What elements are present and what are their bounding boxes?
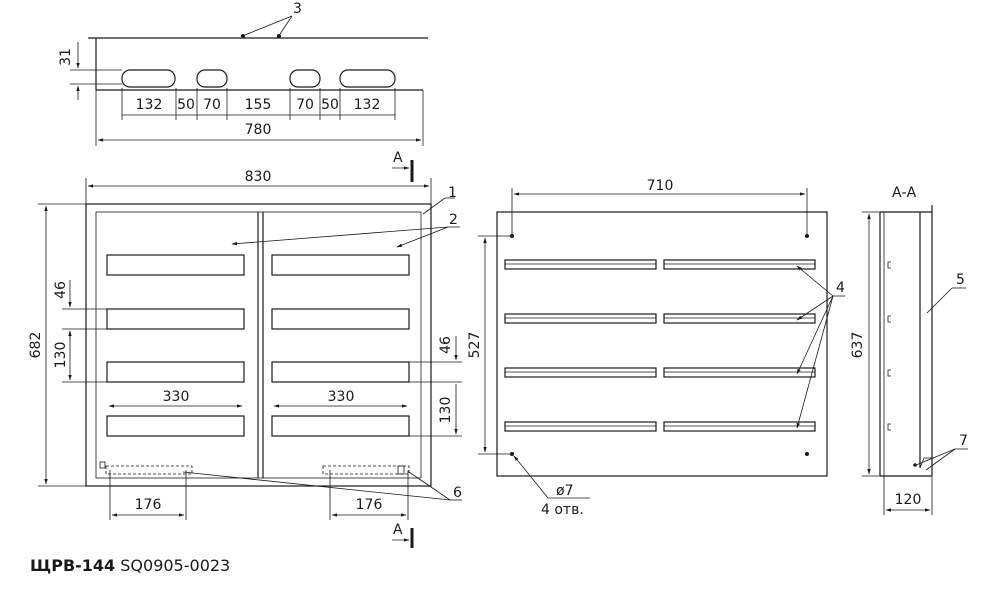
callout-3: 3 xyxy=(293,1,302,17)
dim-slot-7: 132 xyxy=(354,97,381,113)
dim-back-width: 710 xyxy=(647,178,674,194)
dim-bottom-left: 176 xyxy=(135,497,162,513)
din-rail xyxy=(106,308,245,330)
din-rail xyxy=(271,308,410,330)
section-mark-top: A xyxy=(392,150,414,182)
callout-7: 7 xyxy=(959,433,968,449)
top-slot xyxy=(289,69,321,88)
dim-bottom-right: 176 xyxy=(356,497,383,513)
din-rail xyxy=(271,361,410,383)
dim-back-height: 527 xyxy=(467,332,483,359)
section-view: А-А 637 120 5 7 xyxy=(850,185,968,515)
product-code: SQ0905-0023 xyxy=(120,556,231,575)
terminal-strip xyxy=(322,465,410,475)
callout-6: 6 xyxy=(453,485,462,501)
dim-front-height: 682 xyxy=(28,332,44,359)
dim-slot-4: 155 xyxy=(245,97,272,113)
dim-section-depth: 120 xyxy=(895,492,922,508)
dim-slot-2: 50 xyxy=(177,97,195,113)
dim-rail-gap-left: 46 xyxy=(53,281,69,299)
top-slot xyxy=(339,69,396,88)
din-rail xyxy=(271,254,410,276)
callout-1: 1 xyxy=(448,185,457,201)
dim-slot-6: 50 xyxy=(321,97,339,113)
dim-slot-5: 70 xyxy=(296,97,314,113)
top-slot xyxy=(121,69,176,88)
svg-text:A: A xyxy=(393,150,403,166)
hole-diameter: ø7 xyxy=(556,483,573,499)
callout-4: 4 xyxy=(836,280,845,296)
dim-top-total: 780 xyxy=(245,122,272,138)
dim-top-height: 31 xyxy=(58,48,74,66)
back-view: 710 527 ø7 4 отв. 4 xyxy=(467,178,845,518)
dim-slot-1: 132 xyxy=(136,97,163,113)
din-rail xyxy=(106,254,245,276)
din-rail xyxy=(106,415,245,437)
callout-5: 5 xyxy=(956,272,965,288)
dim-rail-pitch-right: 130 xyxy=(438,397,454,424)
dim-rail-gap-right: 46 xyxy=(438,336,454,354)
hole-count: 4 отв. xyxy=(541,502,584,518)
top-slot xyxy=(196,69,228,88)
din-rail xyxy=(271,415,410,437)
dim-rail-len-right: 330 xyxy=(328,389,355,405)
dim-slot-3: 70 xyxy=(203,97,221,113)
front-view: 830 682 46 130 330 330 46 130 176 xyxy=(28,169,462,520)
dim-front-width: 830 xyxy=(245,169,272,185)
dim-rail-len-left: 330 xyxy=(163,389,190,405)
product-caption: ЩРВ-144 SQ0905-0023 xyxy=(30,556,230,575)
mount-hole xyxy=(805,452,809,456)
dim-section-height: 637 xyxy=(850,332,866,359)
model-name: ЩРВ-144 xyxy=(30,556,116,575)
back-rails xyxy=(504,259,816,432)
top-view: 31 132 50 70 155 70 50 132 780 3 xyxy=(58,1,428,146)
terminal-strip xyxy=(105,465,193,475)
din-rail xyxy=(106,361,245,383)
callout-2: 2 xyxy=(449,212,458,228)
section-title: А-А xyxy=(892,185,917,201)
dim-rail-pitch-left: 130 xyxy=(53,342,69,369)
svg-text:A: A xyxy=(393,522,403,538)
section-mark-bottom: A xyxy=(392,522,414,548)
